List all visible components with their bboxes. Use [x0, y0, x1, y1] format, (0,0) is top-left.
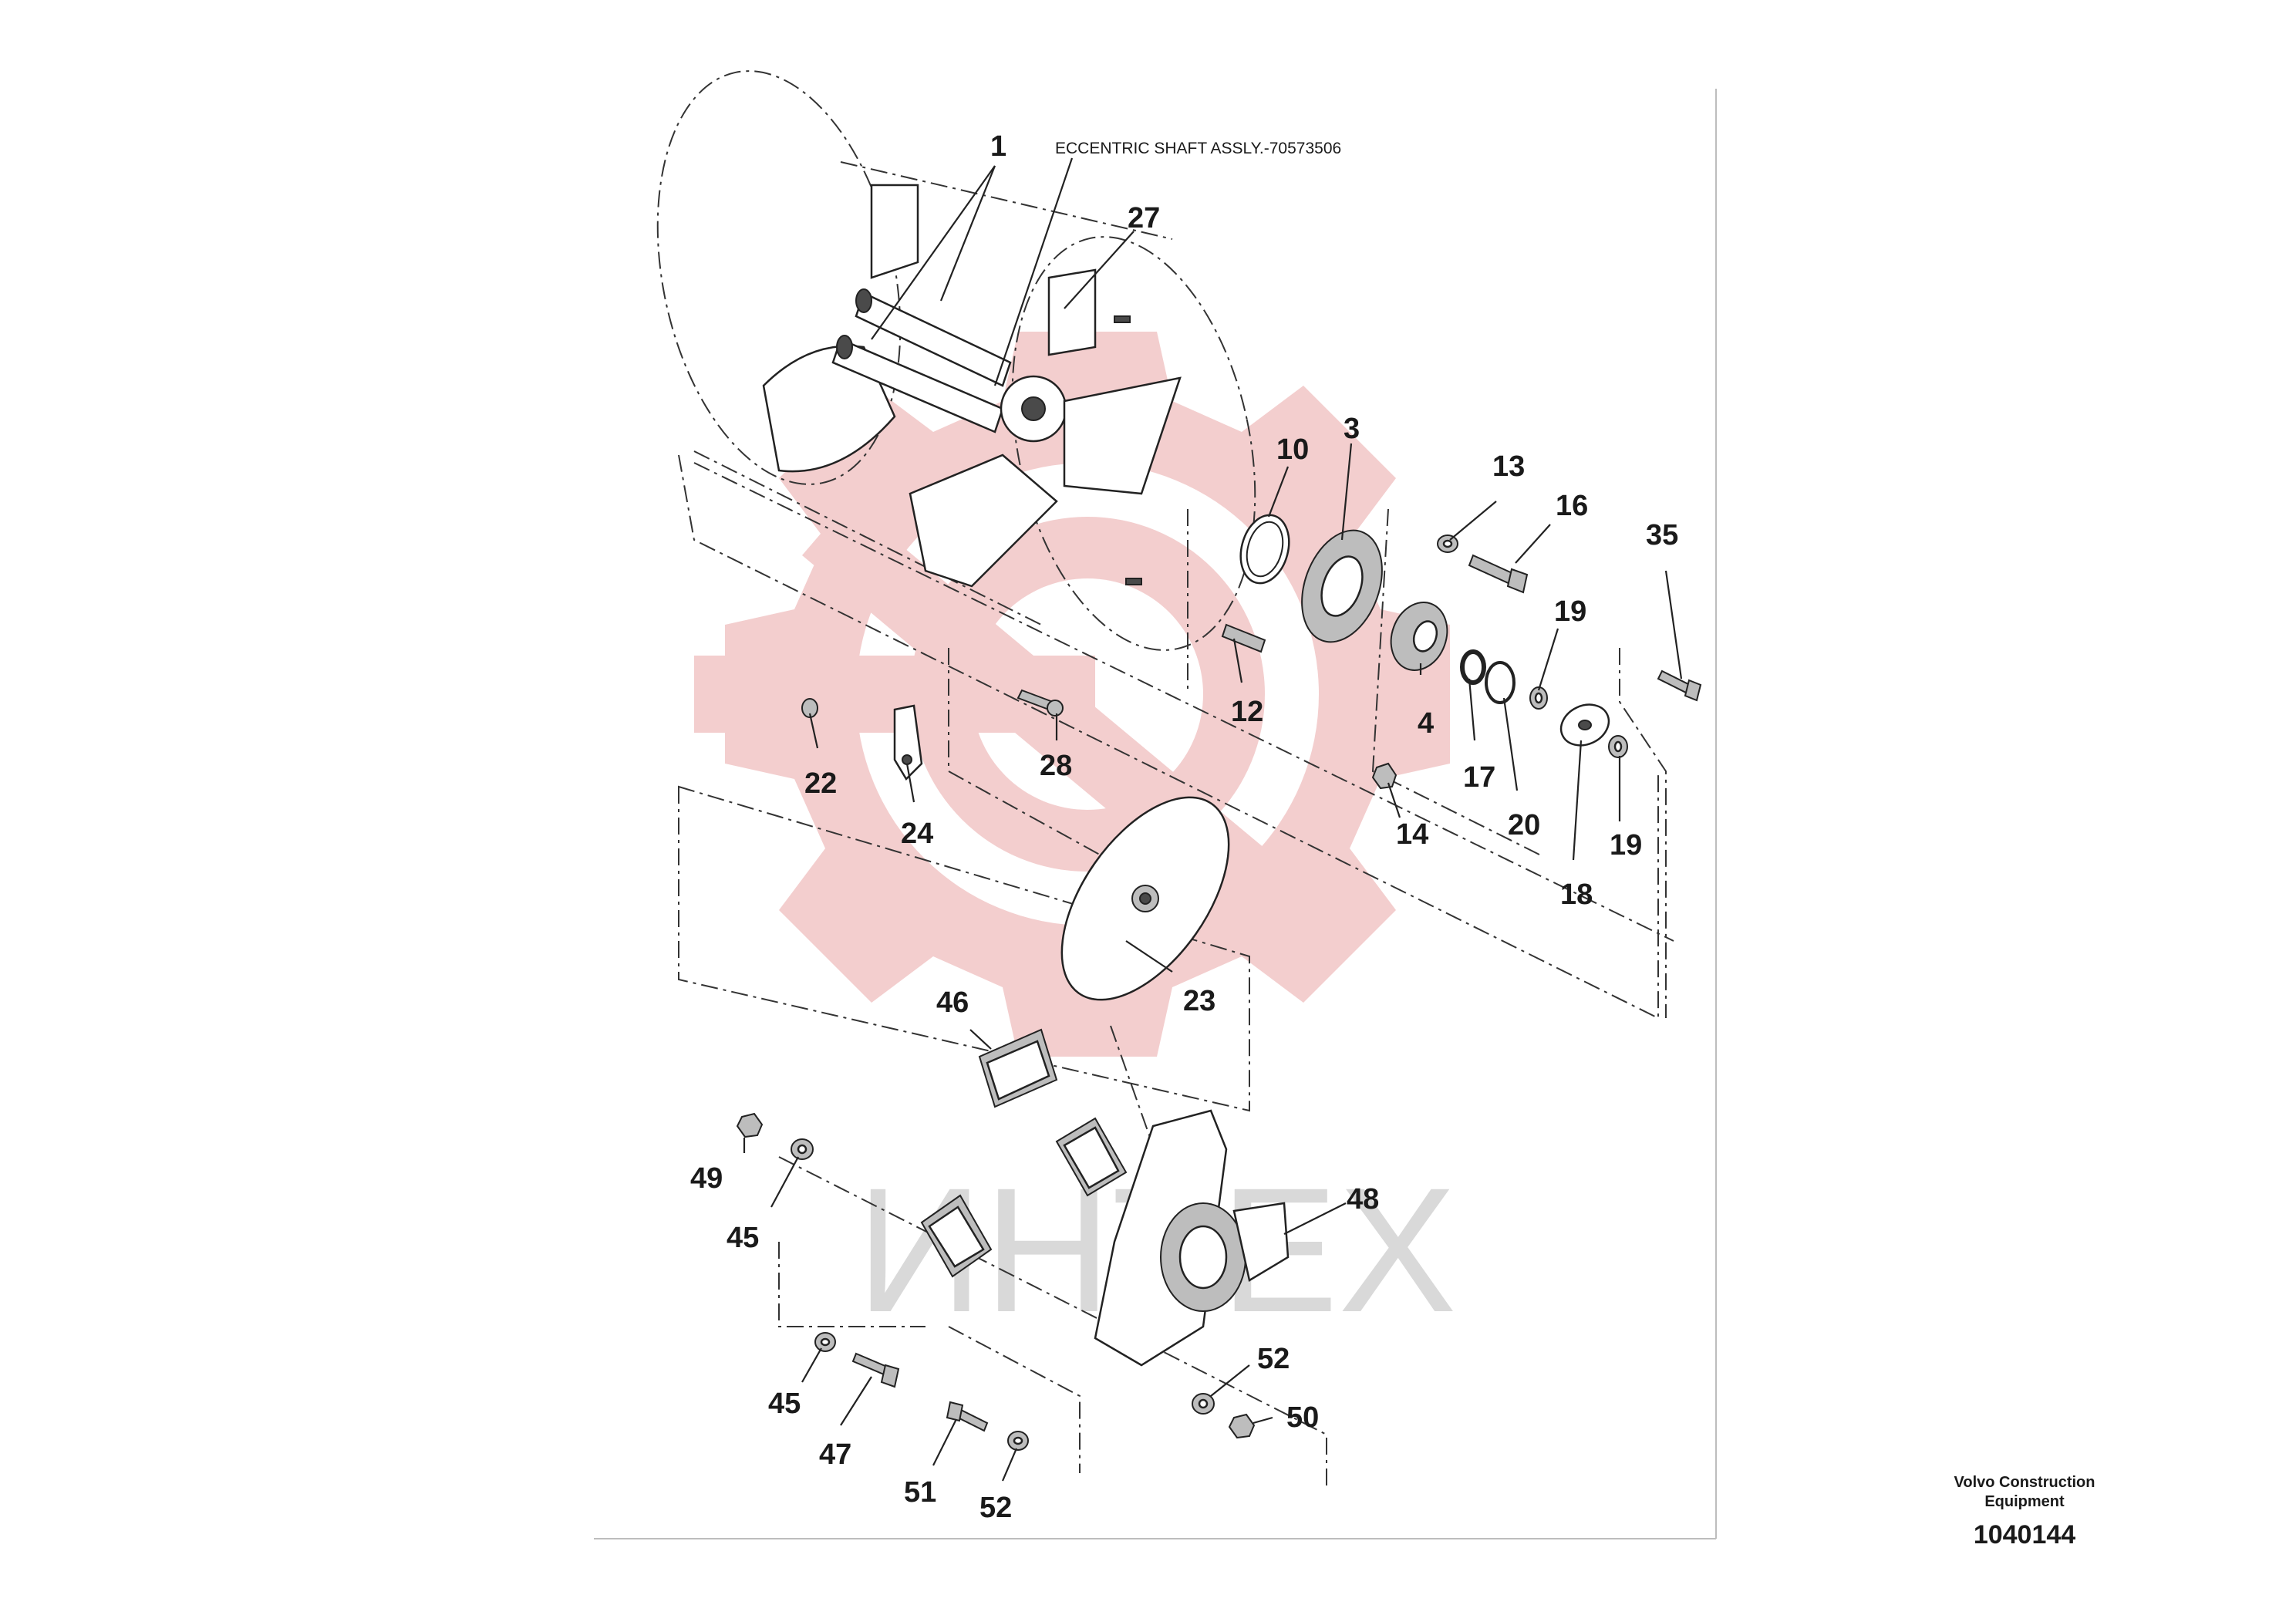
- washer-13: [1437, 534, 1458, 553]
- document-number: 1040144: [1974, 1520, 2075, 1549]
- snap-ring-17: [1460, 649, 1486, 685]
- callout-45a: 45: [727, 1222, 759, 1254]
- callout-23: 23: [1183, 985, 1215, 1017]
- callout-50: 50: [1286, 1401, 1319, 1434]
- callout-19a: 19: [1554, 595, 1586, 628]
- callout-48: 48: [1347, 1183, 1379, 1216]
- nut-19a: [1529, 686, 1548, 710]
- callout-18: 18: [1560, 878, 1593, 911]
- assembly-label: ECCENTRIC SHAFT ASSLY.-70573506: [1055, 140, 1341, 157]
- cover-plate-18: [1559, 703, 1610, 747]
- callout-45b: 45: [768, 1388, 801, 1420]
- nut-19b: [1608, 735, 1628, 758]
- callout-49: 49: [690, 1162, 723, 1195]
- callout-47: 47: [819, 1438, 851, 1471]
- rubber-mount-center: [1055, 1117, 1128, 1197]
- disc-plate-23: [1060, 796, 1230, 1001]
- bolt-47: [851, 1352, 900, 1388]
- bolt-51: [946, 1401, 989, 1432]
- callout-14: 14: [1396, 818, 1428, 851]
- rubber-mount-lower: [920, 1194, 993, 1278]
- callout-27: 27: [1128, 202, 1160, 234]
- washer-45a: [791, 1138, 814, 1160]
- callout-28: 28: [1040, 750, 1072, 782]
- washer-45b: [814, 1332, 836, 1352]
- o-ring: [1239, 514, 1290, 585]
- callout-13: 13: [1492, 450, 1525, 483]
- nut-14: [1371, 762, 1397, 790]
- callout-52b: 52: [1257, 1343, 1290, 1375]
- bearing-housing-flange: [1301, 529, 1383, 643]
- callout-19b: 19: [1610, 829, 1642, 862]
- nut-50: [1228, 1413, 1256, 1439]
- bracket-24: [893, 704, 923, 781]
- footer-block: Volvo Construction Equipment 1040144: [1954, 1474, 2095, 1549]
- nut-49: [736, 1112, 764, 1138]
- callout-51: 51: [904, 1476, 936, 1509]
- stud-bolt: [1221, 623, 1266, 653]
- bolt-16: [1468, 554, 1529, 594]
- callout-52a: 52: [979, 1492, 1012, 1524]
- callout-3: 3: [1344, 413, 1360, 445]
- eccentric-shaft-assembly: [762, 184, 1182, 588]
- callout-1: 1: [990, 130, 1006, 163]
- washer-52b: [1192, 1393, 1215, 1415]
- callout-46: 46: [936, 986, 969, 1019]
- callout-24: 24: [901, 818, 933, 850]
- callout-17: 17: [1463, 761, 1495, 794]
- rubber-mount-46: [978, 1028, 1058, 1108]
- callout-10: 10: [1276, 433, 1309, 466]
- leader-lines: [743, 157, 1683, 1482]
- seal-ring-20: [1485, 661, 1515, 704]
- callout-16: 16: [1556, 490, 1588, 522]
- callout-labels: 1 27 10 3 13 16 35 19 12 4 17 20 19 18 1…: [690, 130, 1678, 1524]
- screw-28: [1017, 689, 1064, 717]
- callout-35: 35: [1646, 519, 1678, 551]
- callout-4: 4: [1418, 707, 1434, 740]
- bearing: [1390, 602, 1448, 671]
- company-name-line2: Equipment: [1984, 1493, 2065, 1510]
- motor-mount-48: [1094, 1109, 1290, 1367]
- phantom-frame-outline: [678, 454, 1674, 1489]
- callout-12: 12: [1231, 696, 1263, 728]
- bolt-35: [1657, 669, 1702, 702]
- company-name-line1: Volvo Construction: [1954, 1474, 2095, 1491]
- callout-22: 22: [804, 767, 837, 800]
- callout-20: 20: [1508, 809, 1540, 841]
- washer-52a: [1007, 1431, 1029, 1451]
